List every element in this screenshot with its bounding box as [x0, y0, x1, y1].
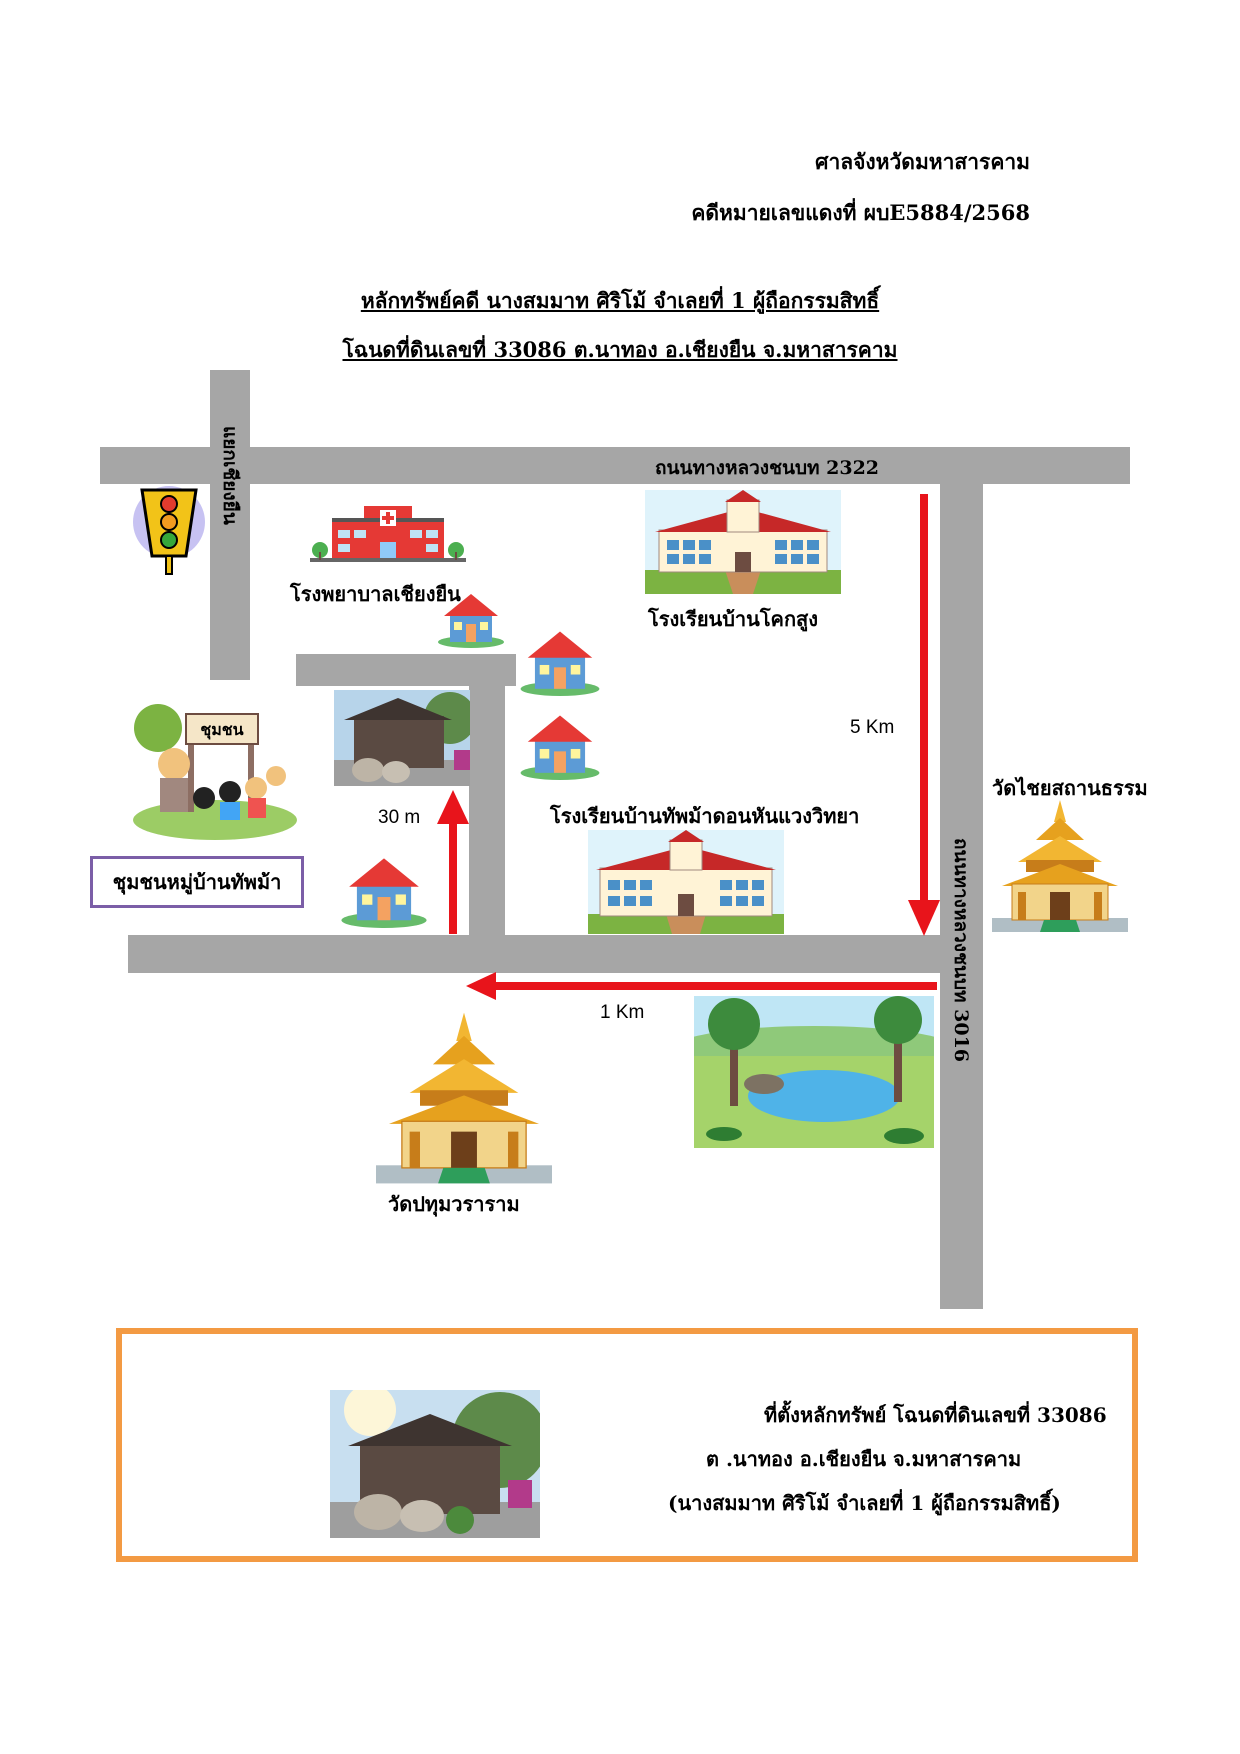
property-photo-large	[330, 1390, 540, 1538]
house-icon	[438, 594, 504, 648]
distance-30m: 30 m	[378, 807, 421, 828]
location-line1: ที่ตั้งหลักทรัพย์ โฉนดที่ดินเลขที่ 33086	[764, 1403, 1107, 1427]
arrow-up-shaft	[449, 822, 457, 934]
school-khoksung-icon	[645, 490, 841, 594]
title-line2: โฉนดที่ดินเลขที่ 33086 ต.นาทอง อ.เชียงยื…	[342, 337, 898, 362]
location-line3: (นางสมมาท ศิริโม้ จำเลยที่ 1 ผู้ถือกรรมส…	[668, 1491, 1061, 1515]
distance-5km: 5 Km	[850, 717, 895, 738]
community-label: ชุมชนหมู่บ้านทัพม้า	[90, 856, 304, 908]
arrow-down-head	[908, 900, 940, 936]
community-icon: ชุมชน	[133, 704, 297, 840]
road-highway-2322	[100, 447, 1130, 484]
road-village-horizontal	[128, 935, 940, 973]
road-highway-3016	[940, 484, 983, 1309]
house-icon	[520, 715, 600, 780]
distance-1km: 1 Km	[600, 1002, 645, 1023]
arrow-left-head	[466, 972, 496, 1000]
traffic-light-icon	[133, 486, 205, 575]
road-intersection-vertical	[210, 370, 250, 680]
location-info-box	[116, 1328, 1138, 1562]
arrow-down-shaft	[920, 494, 928, 904]
house-icon	[520, 631, 600, 696]
temple-chaisathan-label: วัดไชยสถานธรรม	[992, 776, 1148, 800]
school-thapma-label: โรงเรียนบ้านทัพม้าดอนหันแวงวิทยา	[550, 804, 860, 828]
temple-pathum-label: วัดปทุมวราราม	[388, 1192, 520, 1216]
arrow-left-shaft	[490, 982, 937, 990]
house-icon	[341, 858, 427, 928]
temple-chaisathan-icon	[992, 800, 1128, 932]
property-photo-small	[334, 690, 470, 786]
road-village-branch-vertical	[469, 654, 505, 936]
pond-scene-icon	[694, 996, 934, 1148]
arrow-up-head	[437, 790, 469, 824]
school-khoksung-label: โรงเรียนบ้านโคกสูง	[648, 607, 819, 631]
community-sign-text: ชุมชน	[200, 720, 243, 740]
case-number: คดีหมายเลขแดงที่ ผบE5884/2568	[691, 200, 1030, 225]
title-line1: หลักทรัพย์คดี นางสมมาท ศิริโม้ จำเลยที่ …	[360, 288, 880, 313]
temple-pathum-icon	[376, 1012, 552, 1184]
location-line2: ต .นาทอง อ.เชียงยืน จ.มหาสารคาม	[706, 1447, 1022, 1471]
court-name: ศาลจังหวัดมหาสารคาม	[815, 149, 1030, 174]
hospital-icon	[310, 506, 466, 562]
highway-2322-label: ถนนทางหลวงชนบท 2322	[655, 457, 880, 479]
school-thapma-icon	[588, 830, 784, 934]
hospital-label: โรงพยาบาลเชียงยืน	[290, 582, 461, 606]
